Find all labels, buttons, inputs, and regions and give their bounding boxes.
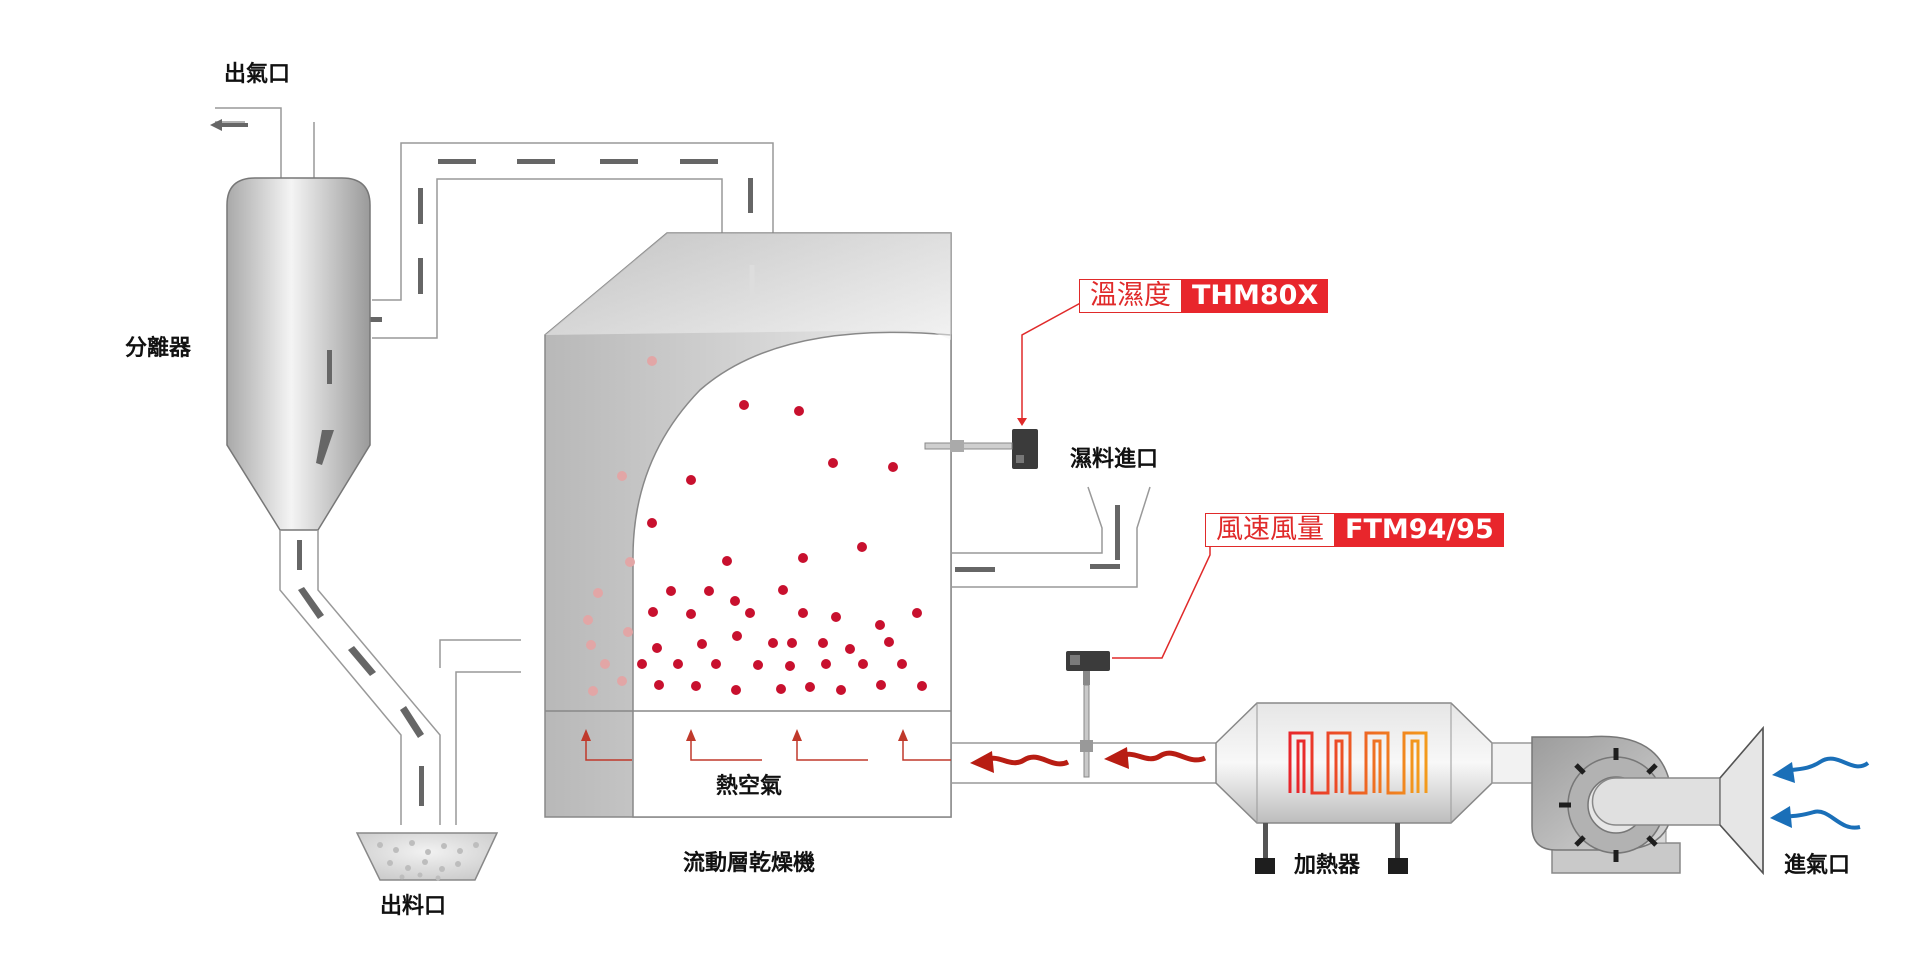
humidity-callout-line	[1017, 299, 1087, 426]
wet-material-inlet	[951, 486, 1151, 588]
hot-air-flow-arrows	[970, 747, 1207, 773]
faded-particles	[583, 356, 657, 696]
humidity-sensor-tag: 溫濕度 THM80X	[1079, 279, 1329, 313]
separator-arrows	[316, 350, 334, 465]
inlet-arrows	[955, 505, 1120, 572]
airflow-sensor-model: FTM94/95	[1335, 513, 1504, 547]
separator-body	[226, 177, 371, 531]
exhaust-arrow	[210, 119, 248, 131]
chute-arrows	[297, 540, 424, 806]
blower-fan	[1531, 735, 1721, 874]
hot-air-label: 熱空氣	[716, 774, 783, 799]
pile-granules	[377, 840, 479, 881]
dryer-interior	[632, 331, 952, 818]
humidity-sensor-name: 溫濕度	[1079, 279, 1182, 313]
air-inlet-label: 進氣口	[1784, 853, 1851, 878]
fluidized-particles	[637, 400, 927, 695]
inlet-air-arrows	[1770, 756, 1870, 830]
airflow-sensor-probe	[1066, 651, 1110, 778]
heating-coil	[1288, 731, 1428, 795]
heater-legs	[1255, 823, 1408, 874]
wet-material-inlet-label: 濕料進口	[1070, 447, 1159, 472]
airflow-sensor-name: 風速風量	[1205, 513, 1335, 547]
humidity-sensor-probe	[924, 429, 1038, 469]
humidity-sensor-model: THM80X	[1182, 279, 1329, 313]
discharge-chute	[279, 530, 521, 825]
airflow-sensor-tag: 風速風量 FTM94/95	[1205, 513, 1504, 547]
return-duct	[372, 142, 774, 339]
rising-arrow-heads	[581, 729, 908, 741]
hot-air-rising-arrows	[585, 735, 951, 761]
separator-label: 分離器	[125, 336, 192, 361]
airflow-callout-line	[1112, 534, 1211, 659]
material-outlet-label: 出料口	[380, 894, 447, 919]
heater-label: 加熱器	[1294, 853, 1361, 878]
material-outlet-pile	[355, 832, 499, 881]
fluid-bed-dryer-label: 流動層乾燥機	[683, 851, 816, 876]
exhaust-pipe	[215, 107, 315, 178]
air-inlet-cone	[1719, 725, 1764, 875]
dryer-hood	[545, 233, 951, 340]
exhaust-outlet-label: 出氣口	[224, 62, 291, 87]
